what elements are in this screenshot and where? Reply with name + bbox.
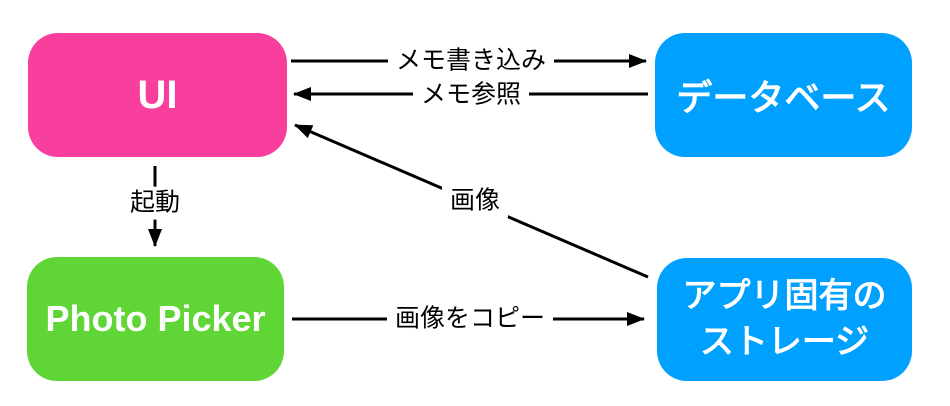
node-database: データベース — [655, 33, 912, 157]
edge-label-image-copy: 画像をコピー — [386, 302, 554, 336]
edge-label-memo-read: メモ参照 — [412, 78, 530, 112]
node-ui-label: UI — [137, 72, 178, 117]
edge-label-launch: 起動 — [121, 186, 189, 220]
node-photo-picker: Photo Picker — [27, 257, 284, 381]
edge-label-image: 画像 — [441, 184, 509, 218]
edge-label-memo-write: メモ書き込み — [387, 44, 555, 78]
node-app-storage-label: アプリ固有の ストレージ — [682, 276, 887, 361]
node-app-storage: アプリ固有の ストレージ — [657, 258, 912, 381]
node-photo-picker-label: Photo Picker — [45, 298, 266, 339]
node-ui: UI — [28, 33, 287, 157]
node-database-label: データベース — [676, 77, 891, 118]
